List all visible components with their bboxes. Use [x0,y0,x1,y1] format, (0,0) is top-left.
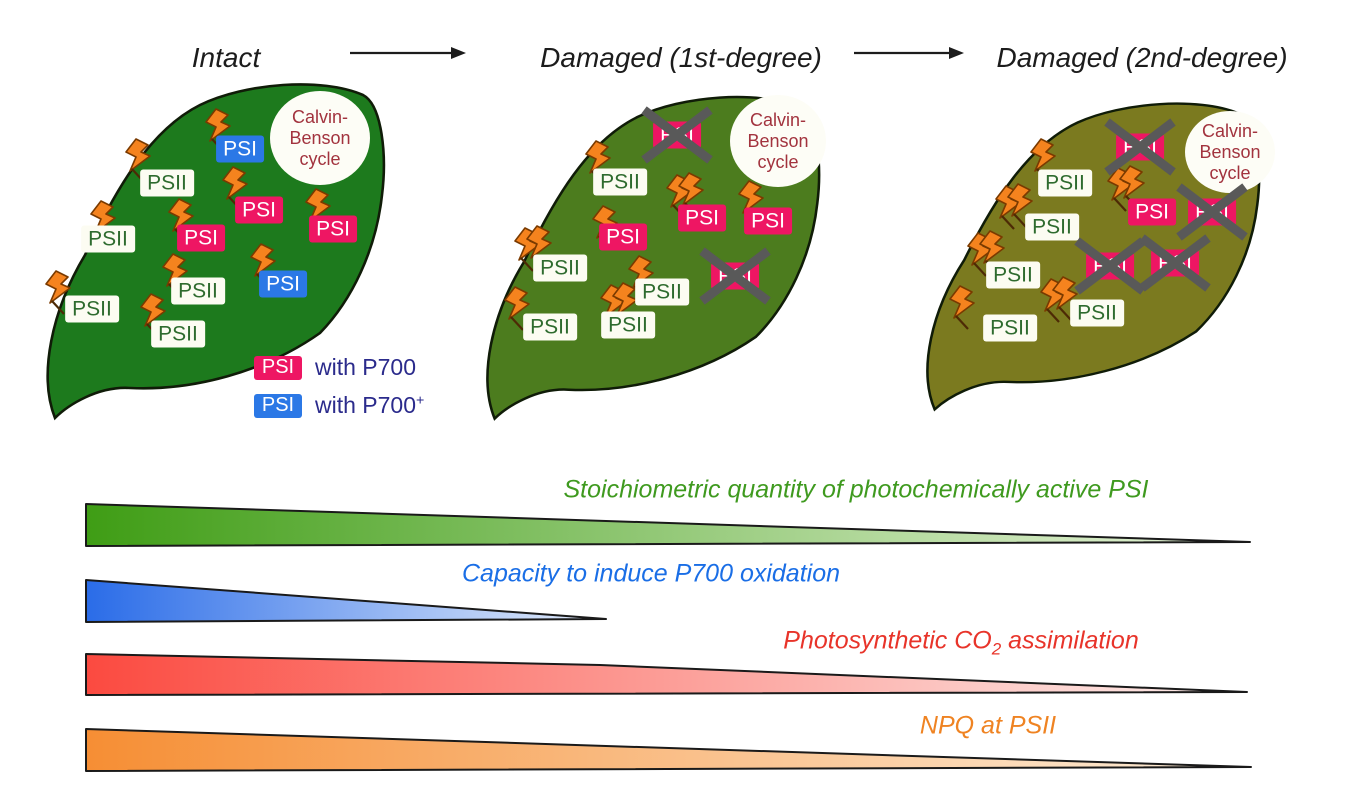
damaged-cross-icon [699,247,771,305]
psii-box: PSII [533,254,587,282]
psii-box: PSII [983,314,1037,342]
arrow-right-icon [350,47,466,59]
stage-title-damaged-2: Damaged (2nd-degree) [996,42,1288,73]
psii-box: PSII [171,277,225,305]
psi-oxidized-box: PSI [216,135,264,163]
psii-box: PSII [140,169,194,197]
psii-box: PSII [81,225,135,253]
psii-box: PSII [151,320,205,348]
psi-box: PSI [678,204,726,232]
damaged-cross-icon [1139,234,1211,292]
psi-oxidized-box: PSI [254,393,302,418]
psii-box: PSII [986,261,1040,289]
bar-label-p700-oxidation: Capacity to induce P700 oxidation [461,559,841,588]
damaged-cross-icon [641,106,713,164]
stage-title-intact: Intact [191,42,261,73]
psii-box: PSII [593,168,647,196]
psi-box: PSI [254,355,302,380]
psi-box: PSI [1128,198,1176,226]
bar-label-psi-quantity: Stoichiometric quantity of photochemical… [563,475,1149,504]
psi-oxidized-box: PSI [259,270,307,298]
bar-label-npq: NPQ at PSII [919,711,1057,740]
arrow-right-icon [854,47,964,59]
damaged-cross-icon [1104,118,1176,176]
psi-box: PSI [309,215,357,243]
bar-npq [85,728,1252,772]
legend: PSI with P700 PSI with P700+ [254,354,424,430]
damaged-cross-icon [1176,183,1248,241]
psii-box: PSII [1038,169,1092,197]
bar-psi-quantity [85,503,1251,547]
psi-box: PSI [235,196,283,224]
bar-co2-assimilation [85,653,1248,696]
psi-box: PSI [744,207,792,235]
psii-box: PSII [635,278,689,306]
legend-text: with P700 [315,354,417,380]
psi-box: PSI [599,223,647,251]
damaged-cross-icon [1074,237,1146,295]
legend-row-p700-oxidized: PSI with P700+ [254,392,424,419]
psii-box: PSII [1070,299,1124,327]
legend-row-p700: PSI with P700 [254,354,424,381]
psii-box: PSII [523,313,577,341]
bar-p700-oxidation [85,579,607,623]
psii-box: PSII [65,295,119,323]
psi-box: PSI [177,224,225,252]
bar-label-co2-assimilation: Photosynthetic CO2 assimilation [783,626,1139,659]
psii-box: PSII [1025,213,1079,241]
psii-box: PSII [601,311,655,339]
legend-text: with P700+ [315,392,425,418]
stage-title-damaged-1: Damaged (1st-degree) [540,42,822,73]
